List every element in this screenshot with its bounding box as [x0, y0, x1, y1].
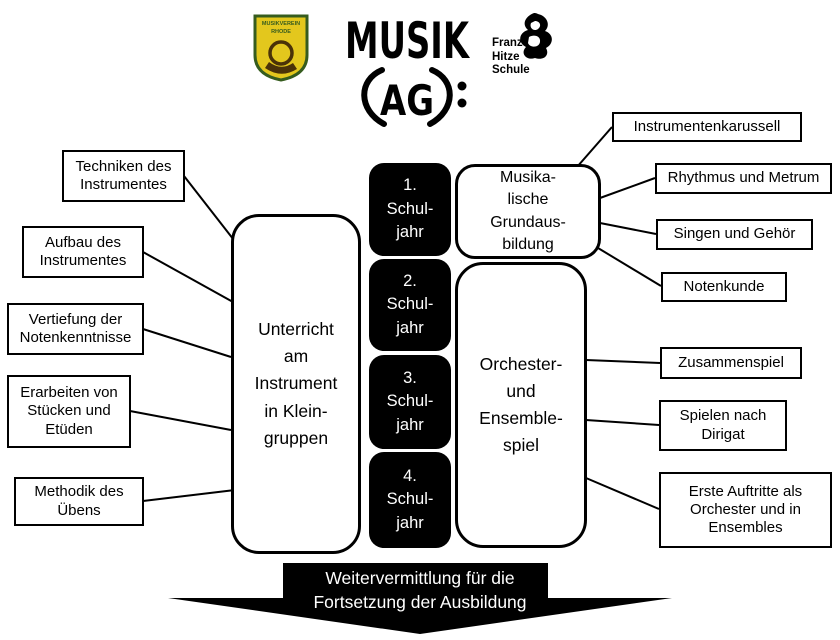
left-box-methodik: Methodik des Übens	[14, 477, 144, 526]
right-box-rhythmus: Rhythmus und Metrum	[655, 163, 832, 194]
musik-ag-logo: MUSIK AG	[345, 12, 471, 127]
right-box-notenkunde: Notenkunde	[661, 272, 787, 302]
right-box-dirigat: Spielen nach Dirigat	[659, 400, 787, 451]
clef-dot-icon	[457, 81, 467, 91]
left-box-aufbau: Aufbau des Instrumentes	[22, 226, 144, 278]
unterricht-box: Unterricht am Instrument in Klein- grupp…	[231, 214, 361, 554]
rhode-logo-text-2: RHODE	[271, 29, 291, 35]
horn-bell-icon	[265, 62, 297, 74]
year-box-3: 3. Schul- jahr	[369, 355, 451, 449]
clef-dot-icon	[457, 98, 467, 108]
left-box-vertiefung: Vertiefung der Notenkenntnisse	[7, 303, 144, 355]
bottom-arrow-shape	[168, 563, 672, 634]
musik-ag-sub: AG	[380, 76, 434, 125]
hitze-mark-icon	[520, 13, 552, 59]
year-box-4: 4. Schul- jahr	[369, 452, 451, 548]
left-box-erarbeiten: Erarbeiten von Stücken und Etüden	[7, 375, 131, 448]
bottom-arrow-caption: Weitervermittlung für die Fortsetzung de…	[313, 568, 527, 612]
right-box-instrumentenkarussell: Instrumentenkarussell	[612, 112, 802, 142]
left-box-techniken: Techniken des Instrumentes	[62, 150, 185, 202]
bass-clef-icon	[361, 67, 453, 127]
musik-ag-word: MUSIK	[345, 12, 471, 70]
grundausbildung-box: Musika- lische Grundaus- bildung	[455, 164, 601, 259]
franz-hitze-schule-text: Franz Hitze Schule	[492, 37, 530, 77]
franz-hitze-schule-logo	[520, 13, 552, 59]
rhode-logo-text-1: MUSIKVEREIN	[262, 21, 300, 27]
musikverein-rhode-logo: MUSIKVEREIN RHODE	[253, 14, 309, 82]
year-box-1: 1. Schul- jahr	[369, 163, 451, 256]
right-box-auftritte: Erste Auftritte als Orchester und in Ens…	[659, 472, 832, 548]
year-box-2: 2. Schul- jahr	[369, 259, 451, 351]
right-box-zusammenspiel: Zusammenspiel	[660, 347, 802, 379]
horn-icon	[268, 40, 294, 66]
right-box-singen: Singen und Gehör	[656, 219, 813, 250]
orchester-box: Orchester- und Ensemble- spiel	[455, 262, 587, 548]
